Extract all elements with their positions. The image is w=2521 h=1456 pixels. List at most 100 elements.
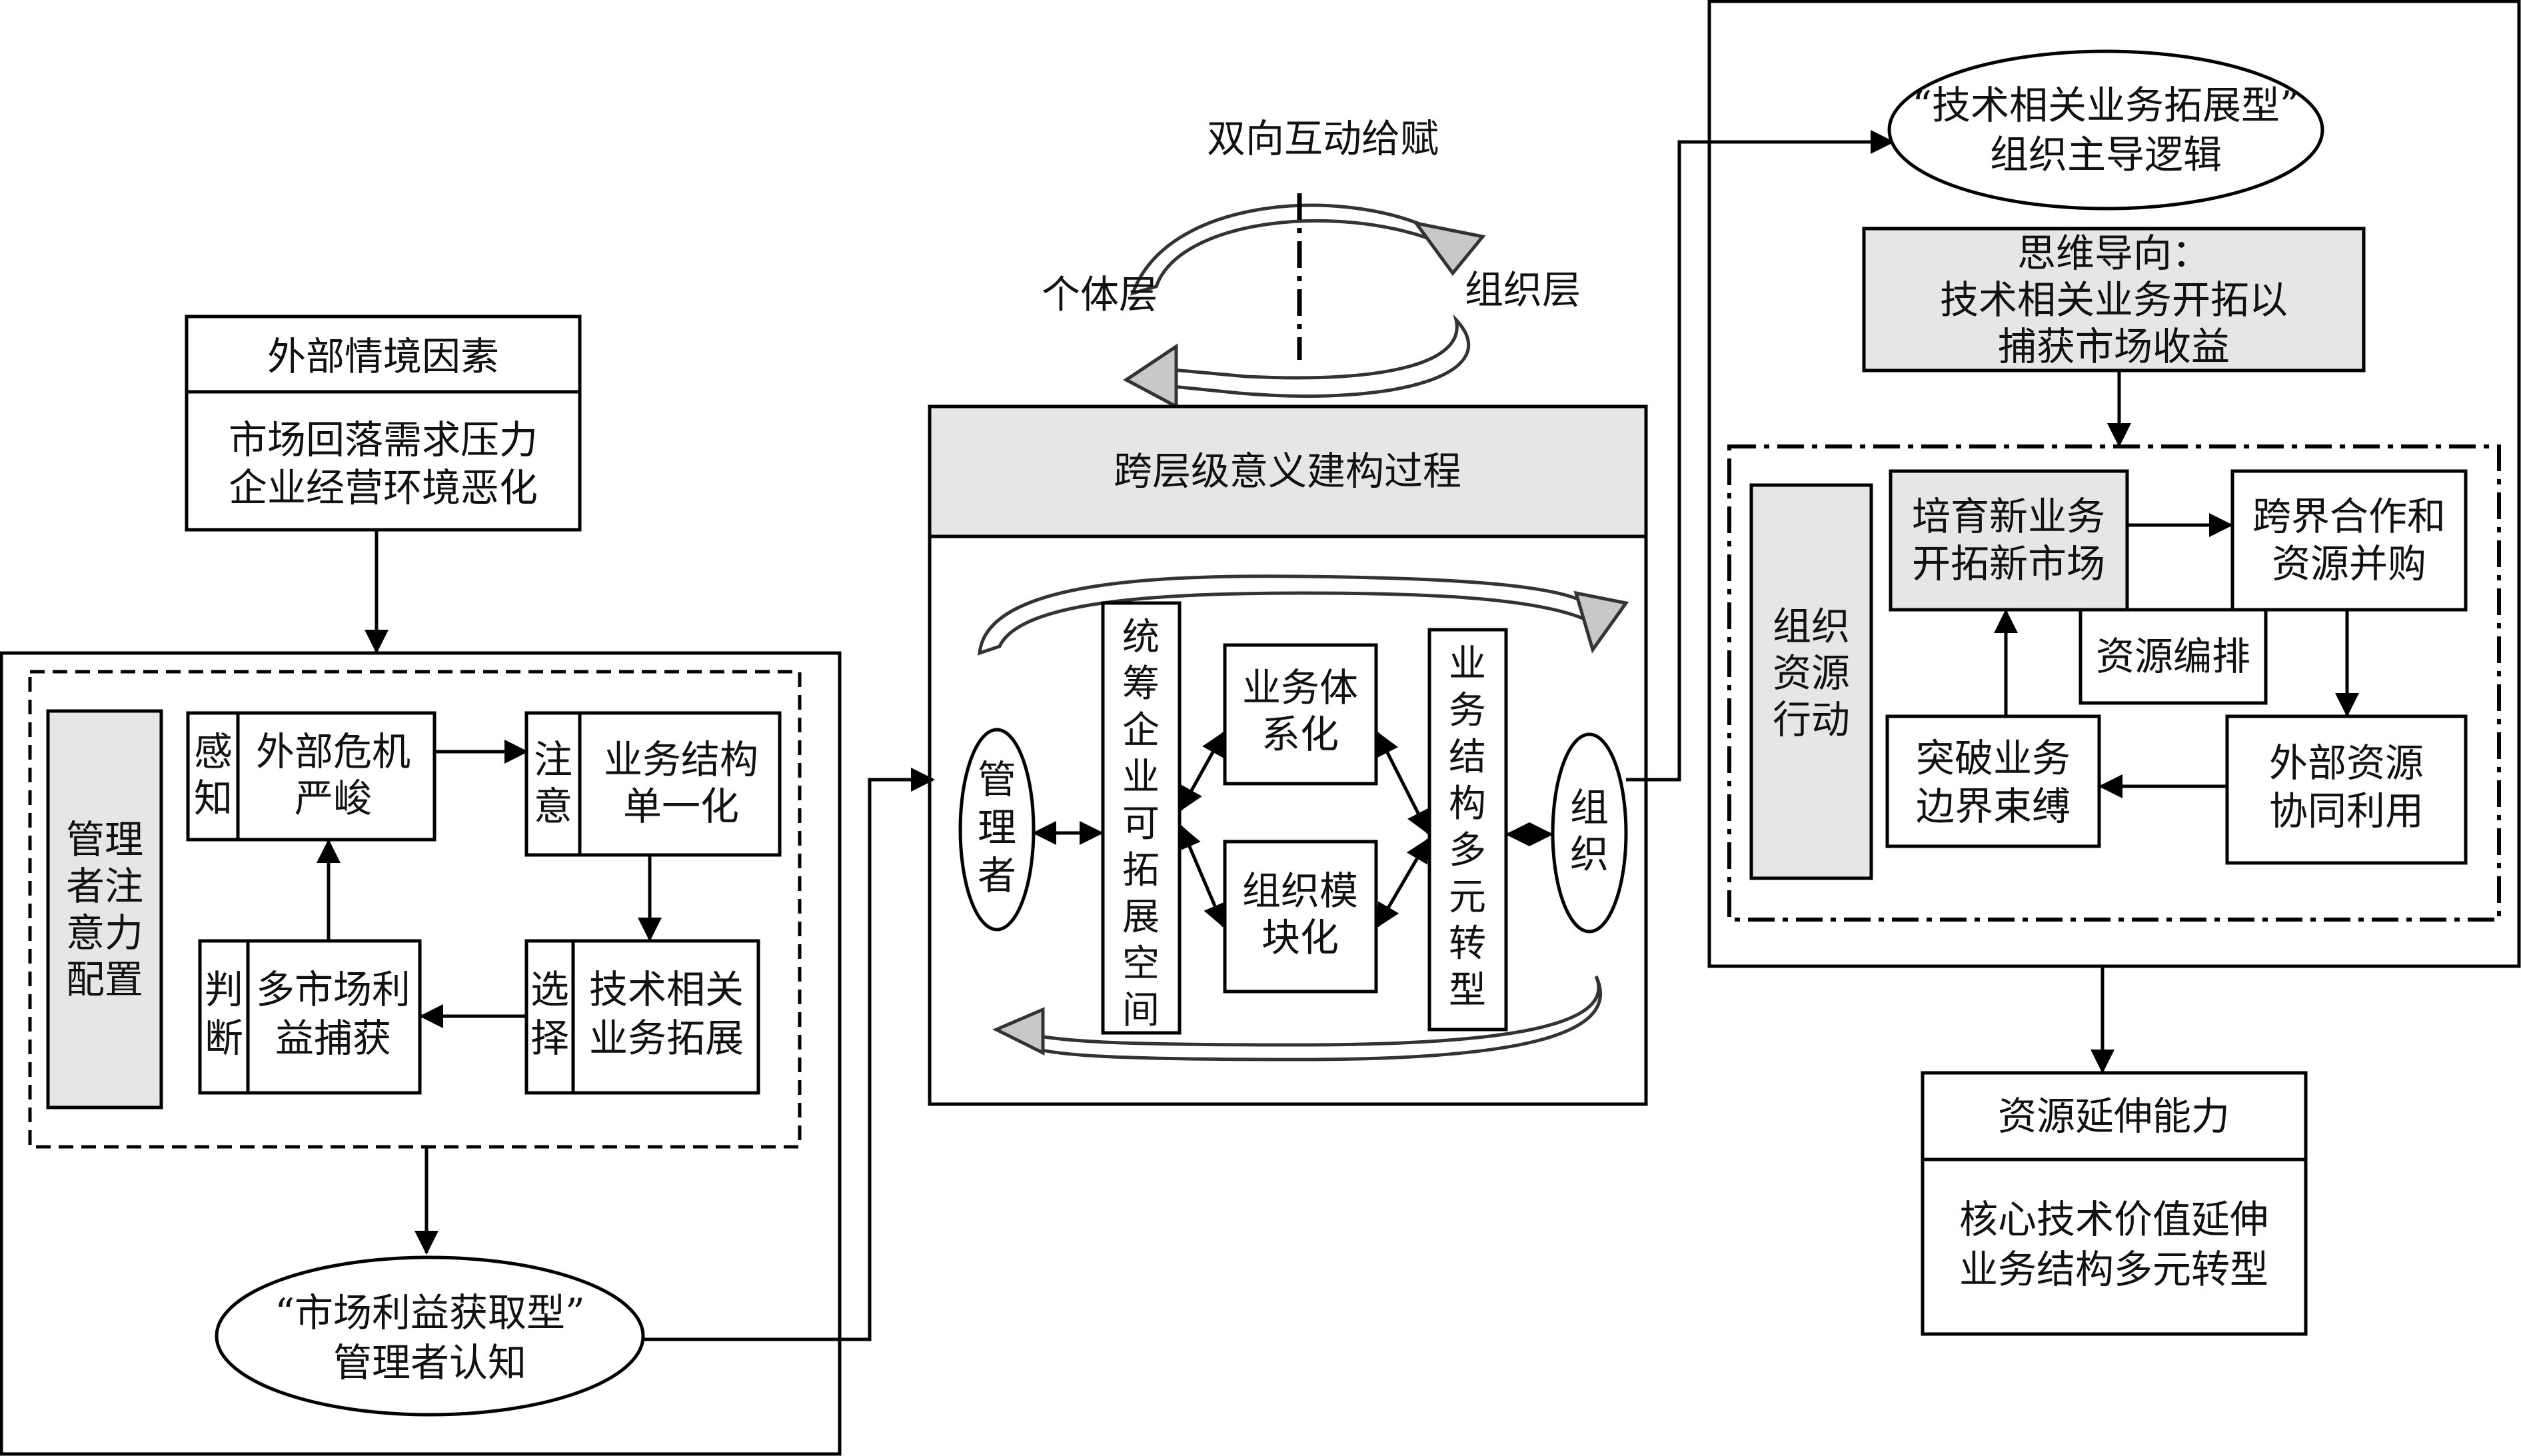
coordinate-char: 空 <box>1122 942 1160 986</box>
manager-char-1: 管 <box>978 757 1016 802</box>
transform-char: 转 <box>1449 922 1486 966</box>
left-outer-frame <box>0 651 842 1456</box>
resource-action-line-3: 行动 <box>1773 697 1850 742</box>
cultivate-line-2: 开拓新市场 <box>1912 541 2105 586</box>
break-boundary-box <box>1885 714 2101 848</box>
resource-action-line-1: 组织 <box>1773 604 1850 649</box>
notice-tag-1: 注 <box>534 737 572 782</box>
attention-allocation-frame <box>28 670 802 1149</box>
coordinate-char: 拓 <box>1122 849 1160 892</box>
business-system-line-1: 业务体 <box>1242 665 1358 710</box>
manager-char-3: 者 <box>978 853 1016 898</box>
right-section: “技术相关业务拓展型” 组织主导逻辑 思维导向： 技术相关业务开拓以 捕获市场收… <box>1707 0 2521 1336</box>
coordinate-char: 企 <box>1122 709 1160 752</box>
coordinate-space-label: 统 筹 企 业 可 拓 展 空 间 <box>1122 616 1160 1032</box>
break-boundary-line-1: 突破业务 <box>1916 736 2071 781</box>
notice-box <box>524 711 782 857</box>
external-resource-line-1: 外部资源 <box>2269 740 2424 786</box>
perceive-text-2: 严峻 <box>295 776 372 821</box>
org-module-box <box>1223 840 1378 994</box>
left-section: 外部情境因素 市场回落需求压力 企业经营环境恶化 管理 者注 意力 配置 感 知… <box>0 315 842 1456</box>
transform-char: 结 <box>1449 736 1486 779</box>
perceive-tag-2: 知 <box>194 776 233 821</box>
cognition-line-2: 管理者认知 <box>333 1340 526 1385</box>
business-system-box <box>1223 643 1378 786</box>
select-text-2: 业务拓展 <box>589 1016 744 1061</box>
right-outer-frame <box>1707 0 2521 968</box>
transform-char: 多 <box>1449 829 1486 872</box>
attention-allocation-box <box>46 709 163 1109</box>
top-interaction-arrow <box>1130 203 1437 296</box>
dominant-logic-line-2: 组织主导逻辑 <box>1990 132 2222 177</box>
cognition-line-1: “市场利益获取型” <box>275 1290 584 1335</box>
resource-orchestration-label: 资源编排 <box>2096 634 2250 679</box>
coordinate-char: 展 <box>1122 896 1160 939</box>
capability-line-2: 业务结构多元转型 <box>1959 1247 2268 1292</box>
organization-char-1: 组 <box>1570 785 1609 830</box>
process-title: 跨层级意义建构过程 <box>1114 448 1461 494</box>
notice-tag-2: 意 <box>534 784 572 829</box>
individual-level-label: 个体层 <box>1042 272 1158 317</box>
judge-text-1: 多市场利 <box>256 967 411 1012</box>
attention-label-4: 配置 <box>66 957 143 1002</box>
process-title-box <box>928 404 1648 538</box>
cultivate-line-1: 培育新业务 <box>1912 494 2105 539</box>
cultivate-business-box <box>1889 469 2129 612</box>
coordinate-char: 业 <box>1122 756 1160 799</box>
select-tag-1: 选 <box>530 967 569 1012</box>
manager-char-2: 理 <box>978 805 1016 850</box>
external-line-2: 企业经营环境恶化 <box>229 465 538 510</box>
middle-section: 双向互动给赋 个体层 组织层 跨层级意义建构过程 管 理 者 统 筹 企 <box>928 116 1648 1106</box>
cognition-ellipse <box>215 1255 645 1417</box>
external-context-box <box>185 315 582 532</box>
cross-border-cooperation-box <box>2230 469 2468 612</box>
perceive-box <box>186 711 436 842</box>
resource-orchestration-box <box>2079 608 2268 705</box>
cooperate-line-1: 跨界合作和 <box>2252 494 2446 539</box>
org-module-line-2: 块化 <box>1261 915 1339 960</box>
select-tag-2: 择 <box>530 1016 569 1061</box>
external-resource-box <box>2225 714 2468 865</box>
business-system-line-2: 系化 <box>1261 712 1339 757</box>
transform-char: 务 <box>1449 689 1486 732</box>
coordinate-char: 可 <box>1122 802 1160 846</box>
resource-action-line-2: 资源 <box>1773 650 1850 696</box>
notice-text-1: 业务结构 <box>604 737 758 782</box>
bottom-interaction-arrow <box>1171 314 1471 398</box>
judge-tag-1: 判 <box>205 967 243 1012</box>
coordinate-char: 统 <box>1122 616 1160 659</box>
orientation-line-3: 捕获市场收益 <box>1998 324 2230 369</box>
transform-char: 元 <box>1449 876 1486 919</box>
orientation-box <box>1862 227 2366 372</box>
coordinate-char: 筹 <box>1122 662 1160 706</box>
resource-action-box <box>1749 483 1873 880</box>
transform-char: 构 <box>1449 782 1486 826</box>
diversified-transformation-label: 业 务 结 构 多 元 转 型 <box>1449 642 1486 1012</box>
coordinate-char: 间 <box>1122 989 1160 1032</box>
judge-box <box>198 939 422 1095</box>
orientation-line-1: 思维导向： <box>2017 231 2210 276</box>
break-boundary-line-2: 边界束缚 <box>1916 784 2071 829</box>
transform-char: 型 <box>1449 969 1486 1012</box>
connector-process-to-logic <box>1626 130 1895 782</box>
coordinate-space-box <box>1101 601 1182 1035</box>
external-line-1: 市场回落需求压力 <box>229 417 538 462</box>
resource-extension-capability-box <box>1921 1071 2308 1336</box>
attention-label-2: 者注 <box>66 864 143 909</box>
attention-label-1: 管理 <box>66 817 143 862</box>
dominant-logic-line-1: “技术相关业务拓展型” <box>1912 83 2299 128</box>
org-module-line-1: 组织模 <box>1242 868 1358 914</box>
interaction-title: 双向互动给赋 <box>1207 116 1439 161</box>
connector-cognition-to-process <box>643 768 935 1341</box>
capability-title: 资源延伸能力 <box>1998 1093 2230 1139</box>
judge-tag-2: 断 <box>205 1016 243 1061</box>
perceive-text-1: 外部危机 <box>256 729 411 774</box>
transform-char: 业 <box>1449 642 1486 686</box>
perceive-tag-1: 感 <box>194 729 233 774</box>
organization-level-label: 组织层 <box>1465 267 1581 313</box>
process-box <box>928 534 1648 1106</box>
external-context-title: 外部情境因素 <box>267 334 499 379</box>
orientation-line-2: 技术相关业务开拓以 <box>1940 277 2288 323</box>
resource-orchestration-frame <box>1727 444 2501 922</box>
